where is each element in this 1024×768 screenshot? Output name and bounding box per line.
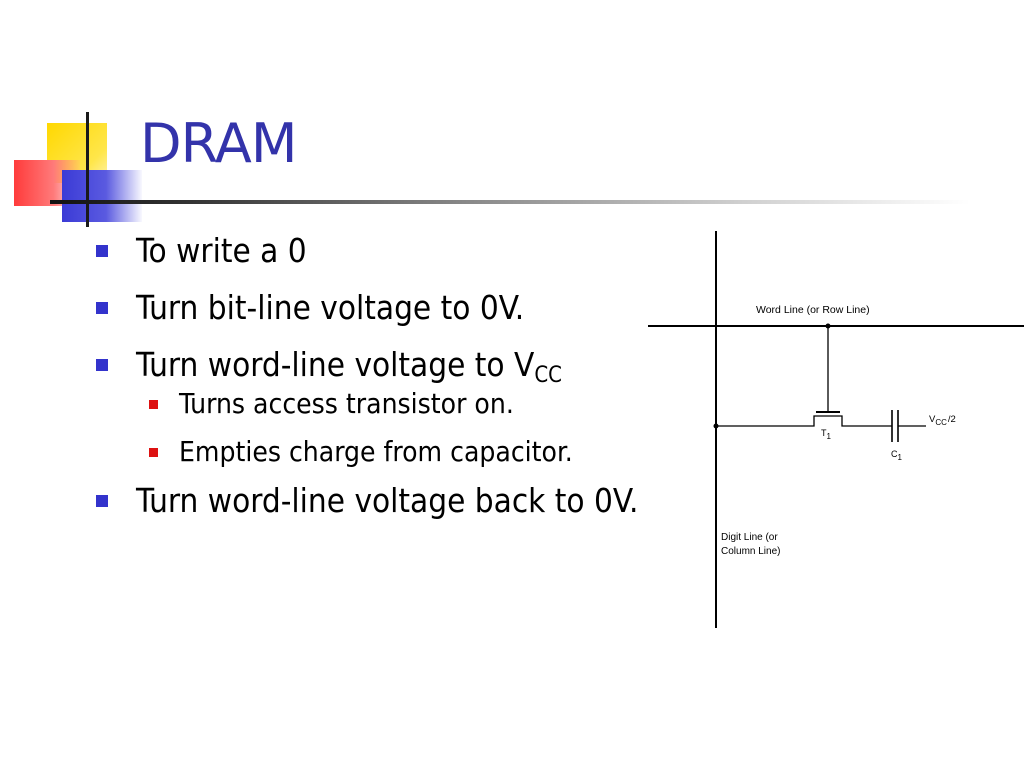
bullet-subscript: CC [534,363,562,388]
bullet-list-area: To write a 0 Turn bit-line voltage to 0V… [96,232,648,632]
capacitor-label: C1 [891,449,903,462]
bullet-item: To write a 0 [96,232,648,270]
decor-vertical-line [86,112,89,227]
sub-bullet-item: Empties charge from capacitor. [96,435,648,469]
sub-bullet-item: Turns access transistor on. [96,387,648,421]
digit-line-label-1: Digit Line (or [721,532,778,543]
bullet-item: Turn bit-line voltage to 0V. [96,289,648,327]
vcc-label: VCC/2 [929,414,956,427]
sub-bullet-list: Turns access transistor on. Empties char… [136,387,648,469]
word-line-label: Word Line (or Row Line) [756,304,870,316]
digit-line-junction [713,423,719,429]
digit-line-label-2: Column Line) [721,546,780,557]
bullet-text: Turn word-line voltage to V [136,345,535,384]
bullet-item: Turn word-line voltage back to 0V. [96,482,648,520]
dram-cell-diagram: Word Line (or Row Line) T1 C1 VCC/2 Digi… [648,231,1024,628]
slide-title: DRAM [140,112,297,175]
transistor-label: T1 [821,428,832,441]
bullet-list: To write a 0 Turn bit-line voltage to 0V… [96,232,648,520]
transistor-channel [716,415,892,427]
title-underline [50,200,970,204]
bullet-item: Turn word-line voltage to VCC Turns acce… [96,346,648,469]
decor-blue-square [62,170,142,222]
